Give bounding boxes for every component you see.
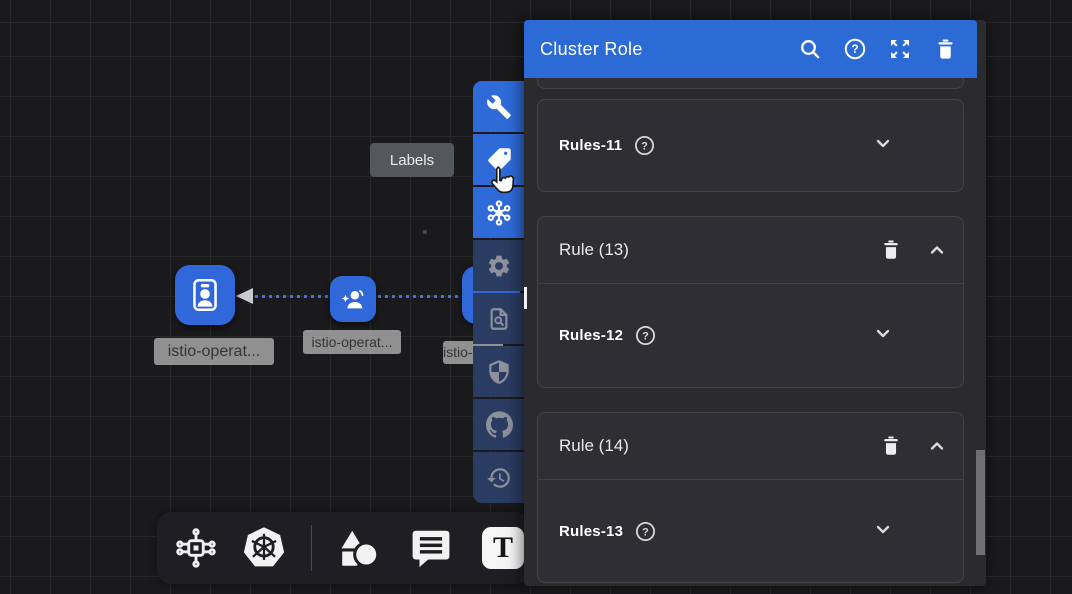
side-toolbar bbox=[473, 81, 525, 503]
bottom-toolbar: T bbox=[157, 512, 530, 584]
node-label: istio-operat... bbox=[303, 330, 401, 354]
github-button[interactable] bbox=[473, 399, 525, 450]
labels-tooltip: Labels bbox=[370, 143, 454, 177]
trash-icon bbox=[884, 240, 898, 259]
kubernetes-icon bbox=[243, 527, 285, 567]
svg-text:?: ? bbox=[642, 331, 649, 343]
node-service-account[interactable] bbox=[330, 276, 376, 322]
settings-button[interactable] bbox=[473, 240, 525, 291]
badge-icon bbox=[193, 278, 217, 312]
security-button[interactable] bbox=[473, 346, 525, 397]
rules-13-row[interactable]: Rules-13 ? bbox=[538, 480, 963, 582]
components-button[interactable] bbox=[173, 525, 219, 571]
expand-button[interactable] bbox=[888, 37, 912, 61]
panel-title: Cluster Role bbox=[540, 38, 643, 59]
expand-icon bbox=[891, 40, 909, 58]
rule-card-partial bbox=[537, 78, 964, 89]
text-tool-icon: T bbox=[482, 527, 524, 569]
canvas-dot bbox=[423, 230, 427, 234]
edge-dotted bbox=[255, 295, 330, 298]
relationships-button[interactable] bbox=[473, 187, 525, 238]
field-label: Rules-12 bbox=[559, 327, 624, 344]
delete-rule-button[interactable] bbox=[879, 238, 903, 262]
rule-title: Rule (13) bbox=[559, 240, 629, 259]
node-cluster-role[interactable] bbox=[175, 265, 235, 325]
search-icon bbox=[801, 40, 820, 59]
history-button[interactable] bbox=[473, 452, 525, 503]
svg-text:?: ? bbox=[642, 526, 649, 538]
shapes-icon bbox=[335, 524, 380, 569]
hand-cursor-icon bbox=[487, 165, 517, 206]
toolbar-divider bbox=[311, 525, 312, 571]
help-button[interactable]: ? bbox=[843, 37, 867, 61]
shield-icon bbox=[489, 359, 509, 384]
github-icon bbox=[485, 411, 513, 438]
rule-13-header[interactable]: Rule (13) bbox=[538, 217, 963, 284]
delete-rule-button[interactable] bbox=[879, 434, 903, 458]
node-label: istio-operat... bbox=[154, 338, 274, 365]
svg-text:?: ? bbox=[851, 42, 858, 56]
tag-icon bbox=[487, 148, 511, 171]
rules-11-row[interactable]: Rules-11 ? bbox=[538, 131, 963, 160]
comment-button[interactable] bbox=[408, 525, 454, 571]
kubernetes-button[interactable] bbox=[241, 525, 287, 571]
rule-14-header[interactable]: Rule (14) bbox=[538, 413, 963, 480]
svg-text:?: ? bbox=[641, 141, 648, 153]
help-icon[interactable]: ? bbox=[634, 135, 655, 156]
document-search-icon bbox=[490, 307, 508, 330]
edge-dotted bbox=[378, 295, 463, 298]
rule-title: Rule (14) bbox=[559, 436, 629, 455]
tools-button[interactable] bbox=[473, 81, 525, 132]
trash-icon bbox=[884, 436, 898, 455]
text-caret bbox=[524, 287, 527, 309]
chevron-up-icon[interactable] bbox=[925, 434, 949, 458]
rules-11-card: Rules-11 ? bbox=[537, 99, 964, 192]
trash-icon bbox=[937, 39, 953, 59]
scrollbar-thumb[interactable] bbox=[976, 450, 985, 555]
delete-panel-button[interactable] bbox=[933, 37, 957, 61]
rule-13-card: Rule (13) Rules-12 bbox=[537, 216, 964, 388]
wrench-icon bbox=[487, 94, 511, 119]
chevron-down-icon[interactable] bbox=[871, 131, 895, 160]
field-label: Rules-11 bbox=[559, 137, 623, 154]
chevron-down-icon[interactable] bbox=[871, 517, 895, 546]
search-button[interactable] bbox=[798, 37, 822, 61]
comment-icon bbox=[412, 530, 450, 568]
text-button[interactable]: T bbox=[482, 527, 524, 569]
help-icon[interactable]: ? bbox=[635, 325, 656, 346]
chevron-down-icon[interactable] bbox=[871, 321, 895, 350]
help-icon[interactable]: ? bbox=[635, 521, 656, 542]
rule-14-card: Rule (14) Rules-13 bbox=[537, 412, 964, 583]
rules-12-row[interactable]: Rules-12 ? bbox=[538, 284, 963, 387]
chip-icon bbox=[176, 528, 216, 568]
cluster-role-panel: Cluster Role ? bbox=[524, 20, 986, 586]
chevron-up-icon[interactable] bbox=[925, 238, 949, 262]
field-label: Rules-13 bbox=[559, 522, 624, 540]
edge-arrowhead-icon bbox=[236, 288, 253, 304]
doc-search-button[interactable] bbox=[473, 293, 525, 344]
gear-icon bbox=[488, 255, 510, 276]
panel-body: Rules-11 ? Rule (13) bbox=[524, 78, 977, 586]
history-icon bbox=[487, 467, 510, 488]
help-icon: ? bbox=[844, 38, 866, 60]
panel-header: Cluster Role ? bbox=[524, 20, 977, 78]
hub-icon bbox=[487, 199, 511, 226]
shapes-button[interactable] bbox=[332, 523, 382, 573]
person-icon bbox=[341, 290, 364, 309]
